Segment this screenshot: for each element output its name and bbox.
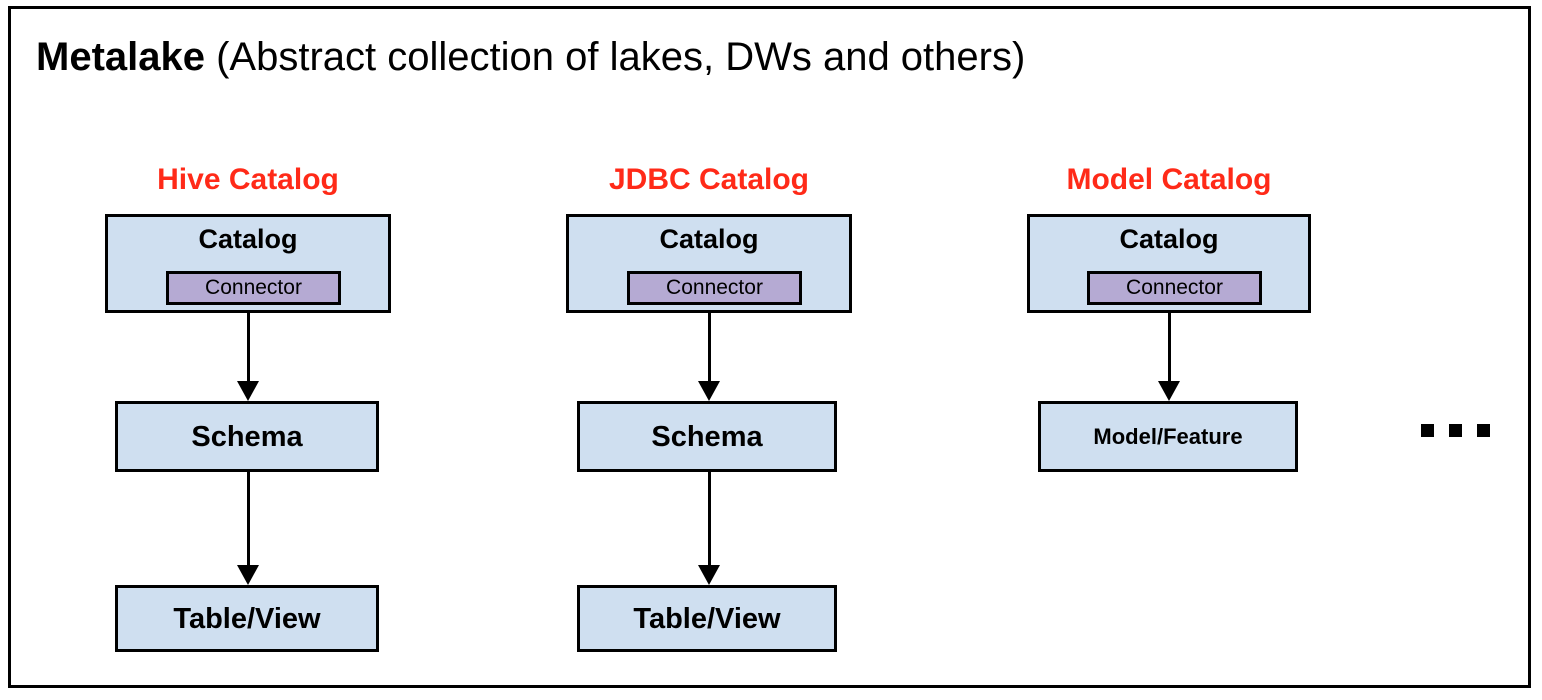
- arrow-jdbc-catalog-to-schema: [693, 313, 725, 401]
- column-heading-model: Model Catalog: [1066, 163, 1272, 196]
- catalog-box-hive[interactable]: Catalog Connector: [105, 214, 391, 313]
- arrow-model-catalog-to-feature: [1153, 313, 1185, 401]
- catalog-label-model: Catalog: [1119, 224, 1219, 254]
- tableview-label-jdbc: Table/View: [633, 602, 781, 635]
- page-title: Metalake (Abstract collection of lakes, …: [36, 33, 1025, 81]
- metalake-title-strong: Metalake: [36, 35, 205, 79]
- ellipsis-dot: [1421, 424, 1434, 437]
- more-columns-ellipsis: [1421, 424, 1490, 437]
- connector-box-model[interactable]: Connector: [1087, 271, 1262, 305]
- schema-label-hive: Schema: [191, 420, 303, 453]
- column-heading-hive: Hive Catalog: [157, 163, 339, 196]
- catalog-box-jdbc[interactable]: Catalog Connector: [566, 214, 852, 313]
- tableview-box-hive[interactable]: Table/View: [115, 585, 379, 652]
- metalake-frame: [8, 6, 1531, 688]
- connector-box-hive[interactable]: Connector: [166, 271, 341, 305]
- ellipsis-dot: [1449, 424, 1462, 437]
- arrow-hive-schema-to-table: [232, 472, 264, 585]
- schema-box-hive[interactable]: Schema: [115, 401, 379, 472]
- arrow-jdbc-schema-to-table: [693, 472, 725, 585]
- tableview-label-hive: Table/View: [173, 602, 321, 635]
- arrow-hive-catalog-to-schema: [232, 313, 264, 401]
- ellipsis-dot: [1477, 424, 1490, 437]
- catalog-box-model[interactable]: Catalog Connector: [1027, 214, 1311, 313]
- connector-box-jdbc[interactable]: Connector: [627, 271, 802, 305]
- model-feature-box[interactable]: Model/Feature: [1038, 401, 1298, 472]
- catalog-label-jdbc: Catalog: [659, 224, 759, 254]
- catalog-label-hive: Catalog: [198, 224, 298, 254]
- column-heading-jdbc: JDBC Catalog: [608, 163, 810, 196]
- schema-label-jdbc: Schema: [651, 420, 763, 453]
- tableview-box-jdbc[interactable]: Table/View: [577, 585, 837, 652]
- schema-box-jdbc[interactable]: Schema: [577, 401, 837, 472]
- model-feature-label: Model/Feature: [1093, 423, 1243, 449]
- metalake-title-normal: (Abstract collection of lakes, DWs and o…: [204, 35, 1026, 79]
